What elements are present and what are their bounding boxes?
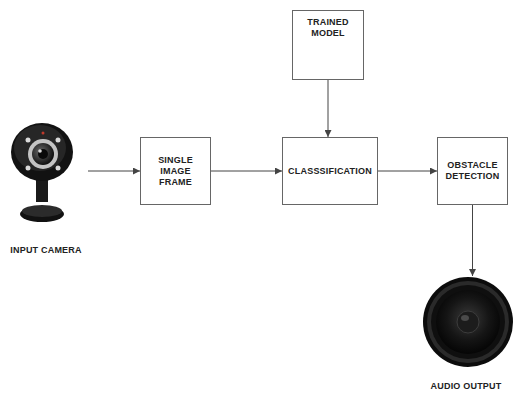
- camera-node: INPUT CAMERA: [4, 112, 88, 258]
- node-label: INPUT CAMERA: [4, 245, 88, 256]
- process-box: OBSTACLE DETECTION: [437, 137, 508, 205]
- speaker-illustration: [423, 277, 513, 367]
- arrow-connector: [88, 171, 140, 172]
- arrow-connector: [472, 205, 473, 276]
- arrow-connector: [328, 80, 329, 137]
- process-box: SINGLE IMAGE FRAME: [140, 137, 211, 205]
- process-box: CLASSSIFICATION: [282, 137, 378, 205]
- speaker-node: AUDIO OUTPUT: [420, 276, 512, 394]
- arrow-connector: [211, 171, 282, 172]
- webcam-illustration: [11, 123, 73, 222]
- node-label: TRAINED MODEL: [298, 17, 358, 39]
- node-label: AUDIO OUTPUT: [420, 381, 512, 392]
- model-box: TRAINED MODEL: [292, 10, 364, 80]
- node-label: CLASSSIFICATION: [288, 166, 372, 177]
- arrow-connector: [378, 171, 437, 172]
- node-label: SINGLE IMAGE FRAME: [146, 155, 205, 188]
- node-label: OBSTACLE DETECTION: [443, 160, 502, 182]
